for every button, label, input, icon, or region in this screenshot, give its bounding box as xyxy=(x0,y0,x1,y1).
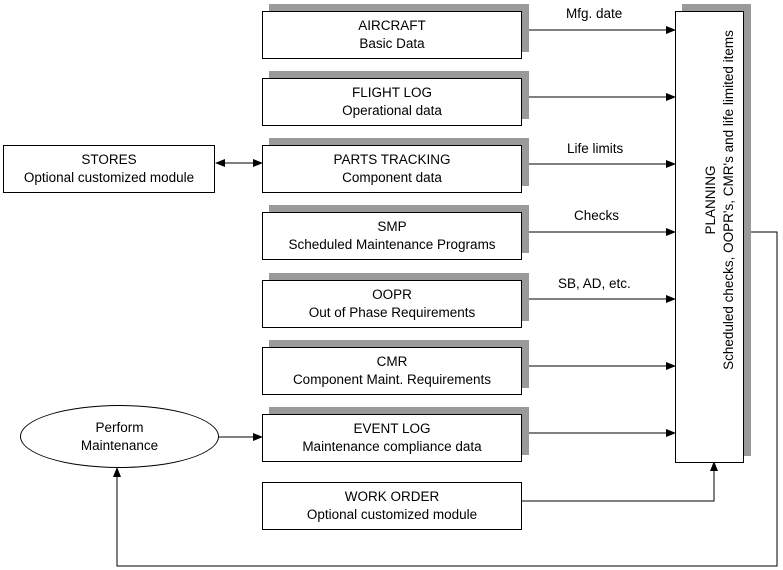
cmr-subtitle: Component Maint. Requirements xyxy=(292,372,492,387)
label-mfg-date: Mfg. date xyxy=(566,6,623,21)
smp-box: SMP Scheduled Maintenance Programs xyxy=(262,212,522,260)
arrow-planning-to-maintenance xyxy=(113,231,778,567)
event-log-box: EVENT LOG Maintenance compliance data xyxy=(262,414,522,462)
flight-log-title: FLIGHT LOG xyxy=(351,85,433,100)
smp-subtitle: Scheduled Maintenance Programs xyxy=(288,237,496,252)
work-order-box: WORK ORDER Optional customized module xyxy=(262,482,522,530)
work-order-subtitle: Optional customized module xyxy=(306,507,478,522)
arrow-workorder-to-planning xyxy=(522,461,718,502)
planning-label: PLANNING Scheduled checks, OOPR's, CMR's… xyxy=(688,0,752,425)
stores-box: STORES Optional customized module xyxy=(3,145,215,193)
flight-log-subtitle: Operational data xyxy=(342,103,442,118)
cmr-title: CMR xyxy=(376,354,408,369)
parts-tracking-box: PARTS TRACKING Component data xyxy=(262,145,522,193)
parts-tracking-title: PARTS TRACKING xyxy=(333,152,451,167)
aircraft-box: AIRCRAFT Basic Data xyxy=(262,11,522,59)
work-order-title: WORK ORDER xyxy=(344,489,440,504)
aircraft-subtitle: Basic Data xyxy=(359,36,425,51)
event-log-subtitle: Maintenance compliance data xyxy=(302,439,482,454)
perform-maintenance-line2: Maintenance xyxy=(80,437,159,453)
cmr-box: CMR Component Maint. Requirements xyxy=(262,347,522,395)
smp-title: SMP xyxy=(377,219,407,234)
label-life-limits: Life limits xyxy=(567,141,624,156)
oopr-box: OOPR Out of Phase Requirements xyxy=(262,280,522,328)
planning-title: PLANNING xyxy=(703,165,718,235)
flight-log-box: FLIGHT LOG Operational data xyxy=(262,78,522,126)
label-checks: Checks xyxy=(574,208,620,223)
perform-maintenance-line1: Perform xyxy=(95,419,144,435)
planning-box xyxy=(675,11,744,463)
oopr-title: OOPR xyxy=(372,287,412,302)
planning-subtitle: Scheduled checks, OOPR's, CMR's and life… xyxy=(721,30,736,370)
parts-tracking-subtitle: Component data xyxy=(342,170,442,185)
perform-maintenance-ellipse: Perform Maintenance xyxy=(20,405,219,468)
label-sb-ad: SB, AD, etc. xyxy=(558,276,631,291)
event-log-title: EVENT LOG xyxy=(353,421,431,436)
oopr-subtitle: Out of Phase Requirements xyxy=(308,305,476,320)
stores-subtitle: Optional customized module xyxy=(23,170,195,185)
stores-title: STORES xyxy=(81,152,137,167)
aircraft-title: AIRCRAFT xyxy=(358,18,426,33)
